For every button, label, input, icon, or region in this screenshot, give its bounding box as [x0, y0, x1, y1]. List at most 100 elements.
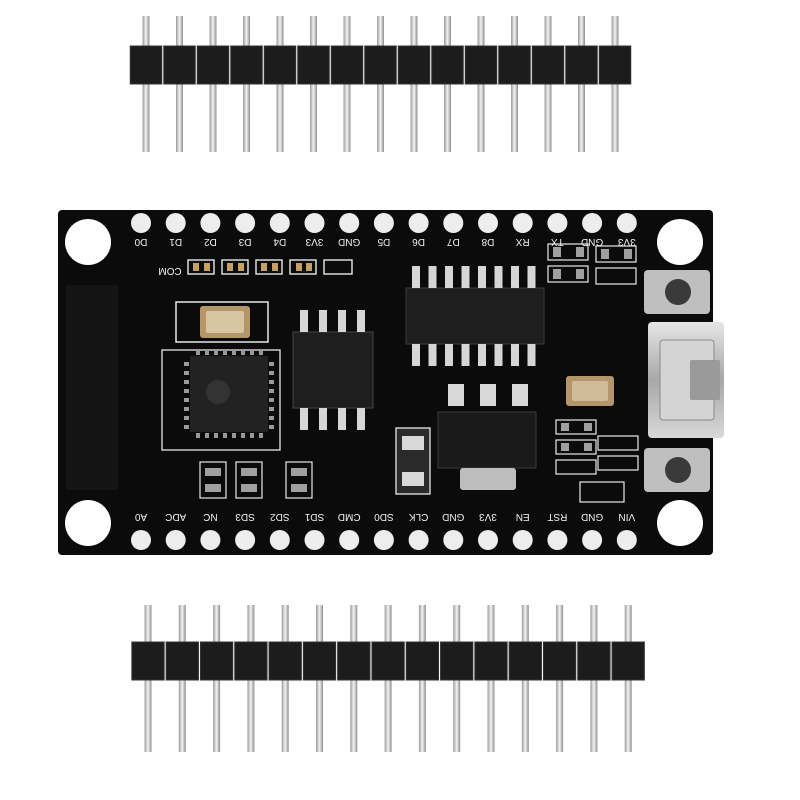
solder-pad	[235, 213, 256, 233]
smd-passives-right	[199, 243, 639, 503]
pin-label: D5	[377, 236, 390, 247]
solder-pad	[443, 213, 464, 233]
solder-pad	[512, 213, 533, 233]
pin-label: D0	[134, 236, 147, 247]
header-top-housing	[129, 45, 163, 85]
header-bottom-housing	[577, 641, 611, 681]
pin-label: SD2	[270, 511, 290, 522]
com-label: COM	[158, 265, 181, 276]
micro-usb-port-icon[interactable]	[648, 322, 724, 438]
solder-pad	[131, 530, 151, 550]
header-bottom-housing	[405, 641, 440, 681]
solder-pad	[478, 530, 498, 550]
header-bottom-housing	[234, 641, 268, 681]
header-bottom-housing	[440, 641, 474, 681]
pin-label: GND	[581, 236, 603, 247]
esp8266-chip	[161, 349, 281, 451]
pin-label: 3V3	[479, 511, 497, 522]
crystal-oscillator	[175, 301, 269, 343]
header-top-housing	[531, 45, 565, 85]
solder-pad	[582, 530, 603, 550]
pin-label: D2	[204, 236, 217, 247]
pad-row-bottom	[131, 530, 637, 550]
solder-pad	[478, 213, 498, 233]
solder-pad	[547, 213, 568, 233]
pin-label: SD1	[304, 511, 324, 522]
header-bottom-housing	[302, 641, 337, 681]
header-bottom-housing	[131, 641, 165, 681]
pin-label: EN	[516, 511, 530, 522]
solder-pad	[200, 213, 221, 233]
solder-pad	[373, 530, 394, 550]
usb-serial-chip	[405, 266, 545, 366]
solder-pad	[339, 530, 360, 550]
pin-label: RST	[547, 511, 567, 522]
solder-pad	[235, 530, 256, 550]
header-top-housing	[163, 45, 196, 85]
pin-label: SD0	[374, 511, 394, 522]
flash-memory-chip	[292, 310, 374, 430]
pcb	[58, 210, 713, 555]
solder-pad	[165, 530, 186, 550]
pin-label: 3V3	[305, 236, 323, 247]
solder-pad	[616, 213, 637, 233]
pin-label: GND	[442, 511, 464, 522]
header-top-housing	[565, 45, 598, 85]
pin-label: GND	[581, 511, 603, 522]
header-bottom-housing	[371, 641, 405, 681]
pin-label: CMD	[338, 511, 361, 522]
pin-label: RX	[515, 236, 529, 247]
header-bottom-housing	[199, 641, 234, 681]
pin-label: D3	[238, 236, 251, 247]
pin-label: D4	[273, 236, 286, 247]
solder-pad	[373, 213, 394, 233]
board-edge-strip	[66, 285, 118, 490]
header-top-housing	[598, 45, 632, 85]
solder-pad	[443, 530, 464, 550]
tactile-button-icon	[665, 279, 691, 305]
diode	[395, 427, 431, 495]
header-top-housing	[196, 45, 230, 85]
header-bottom-housing	[165, 641, 199, 681]
pin-label: A0	[134, 511, 147, 522]
solder-pad	[304, 530, 325, 550]
solder-pad	[269, 530, 290, 550]
header-top-housing	[464, 45, 498, 85]
solder-pad	[408, 213, 429, 233]
solder-pad	[200, 530, 221, 550]
solder-pad	[304, 213, 325, 233]
header-top-housing	[330, 45, 364, 85]
solder-pad	[339, 213, 360, 233]
pin-label: CLK	[409, 511, 429, 522]
pin-label: GND	[338, 236, 360, 247]
pin-label: ADC	[165, 511, 186, 522]
header-bottom-housing	[337, 641, 371, 681]
reset-button[interactable]	[644, 448, 710, 492]
header-top-housing	[263, 45, 297, 85]
solder-pad	[165, 213, 186, 233]
tactile-button-icon	[665, 457, 691, 483]
flash-button[interactable]	[644, 270, 710, 314]
solder-pad	[512, 530, 533, 550]
mounting-hole	[65, 500, 111, 546]
pin-label: D8	[481, 236, 494, 247]
solder-pad	[408, 530, 429, 550]
pin-label: D1	[169, 236, 182, 247]
pin-label: NC	[203, 511, 217, 522]
pin-header-strip-bottom	[131, 605, 645, 752]
header-bottom-housing	[508, 641, 542, 681]
solder-pad	[131, 213, 151, 233]
header-top-housing	[230, 45, 263, 85]
usb-crystal	[566, 376, 614, 406]
solder-pad	[582, 213, 603, 233]
solder-pad	[616, 530, 637, 550]
header-bottom-housing	[611, 641, 645, 681]
pin-label: D6	[412, 236, 425, 247]
header-top-housing	[397, 45, 431, 85]
mounting-hole	[657, 219, 703, 265]
mounting-hole	[657, 500, 703, 546]
pin-header-strip-top	[129, 16, 632, 152]
